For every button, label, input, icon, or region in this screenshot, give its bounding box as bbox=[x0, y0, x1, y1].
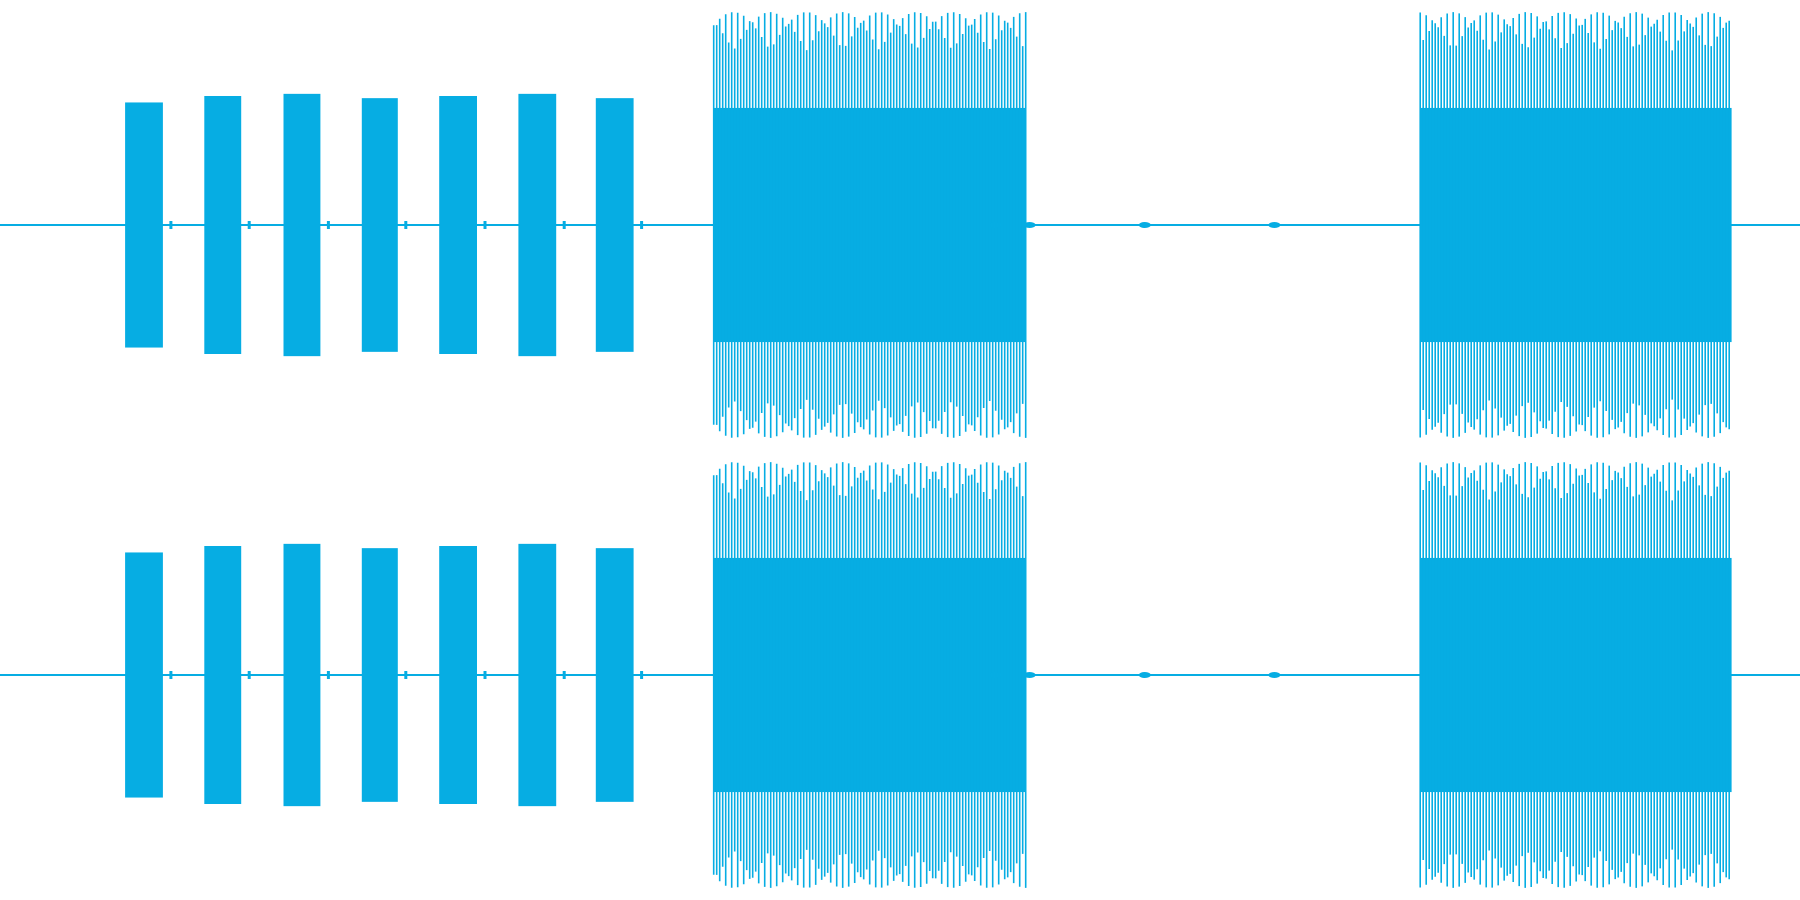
beep-segment bbox=[204, 546, 251, 804]
beep-segment bbox=[361, 98, 408, 352]
beep-segment bbox=[204, 96, 251, 354]
beep-segment bbox=[283, 543, 330, 807]
baseline-blip bbox=[1023, 222, 1036, 228]
beep-segment bbox=[361, 548, 408, 802]
beep-segment bbox=[283, 93, 330, 357]
channel-2-svg bbox=[0, 462, 1800, 888]
baseline-blip bbox=[1138, 222, 1151, 228]
beep-segment bbox=[125, 102, 173, 348]
baseline-blip bbox=[1268, 222, 1281, 228]
channel-1-svg bbox=[0, 12, 1800, 438]
channel-2-waveform bbox=[0, 450, 1800, 900]
baseline-blip bbox=[989, 672, 1002, 678]
baseline-blip bbox=[1138, 672, 1151, 678]
beep-segment bbox=[439, 546, 487, 804]
beep-segment bbox=[125, 552, 173, 798]
beep-segment bbox=[518, 93, 566, 357]
channel-1-waveform bbox=[0, 12, 1800, 438]
beep-segment bbox=[439, 96, 487, 354]
beep-segment bbox=[595, 548, 644, 802]
baseline-blip bbox=[1023, 672, 1036, 678]
beep-segment bbox=[595, 98, 644, 352]
buzz-segment bbox=[1419, 12, 1732, 438]
baseline-blip bbox=[1268, 672, 1281, 678]
buzz-segment bbox=[712, 12, 1027, 438]
baseline-blip bbox=[989, 222, 1002, 228]
buzz-segment bbox=[1419, 462, 1732, 888]
buzz-segment bbox=[712, 462, 1027, 888]
beep-segment bbox=[518, 543, 566, 807]
